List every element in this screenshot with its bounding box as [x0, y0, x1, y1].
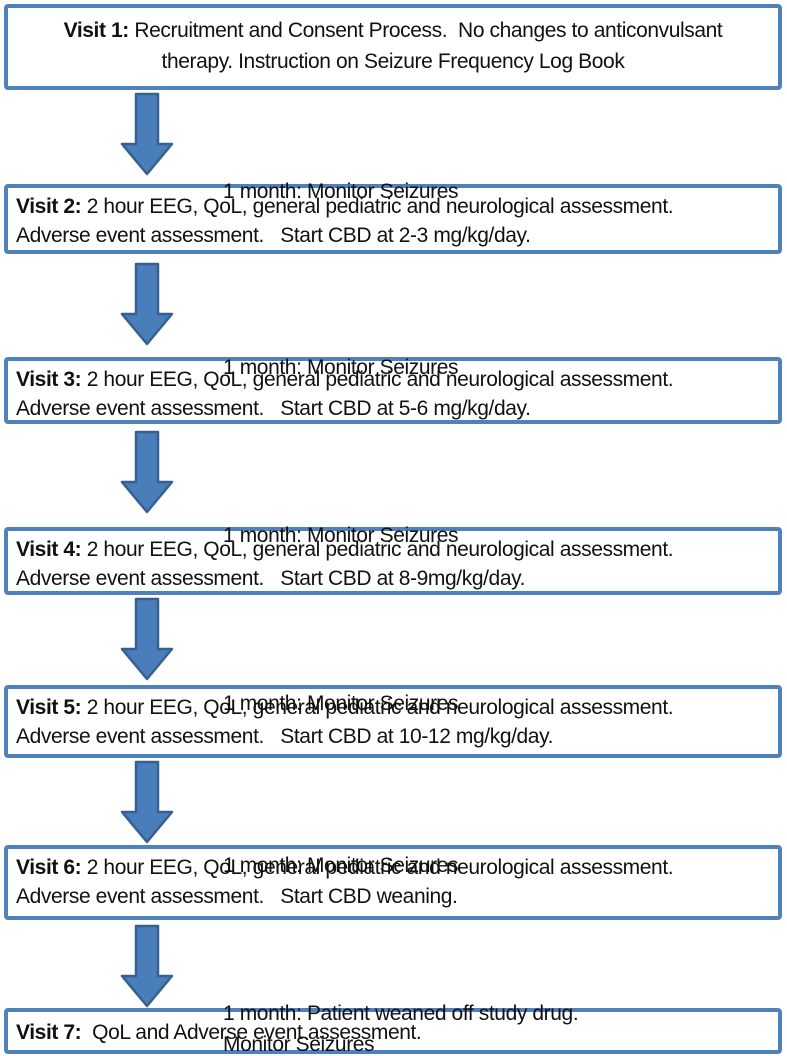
visit-4-label: Visit 4:: [16, 538, 82, 561]
visit-4-text-line-2: Adverse event assessment. Start CBD at 8…: [16, 567, 526, 590]
visit-6-box: Visit 6: 2 hour EEG, QoL, general pediat…: [4, 845, 782, 920]
interval-label-1: 1 month: Monitor Seizures: [223, 180, 459, 203]
visit-6-text-line-1: Visit 6: 2 hour EEG, QoL, general pediat…: [16, 856, 674, 879]
visit-3-label: Visit 3:: [16, 368, 82, 391]
visit-5-label: Visit 5:: [16, 696, 82, 719]
visit-3-text-line-2: Adverse event assessment. Start CBD at 5…: [16, 397, 531, 420]
visit-4-text-line-1: Visit 4: 2 hour EEG, QoL, general pediat…: [16, 538, 674, 561]
visit-1-label: Visit 1:: [63, 19, 130, 42]
visit-5-text-line-2: Adverse event assessment. Start CBD at 1…: [16, 725, 554, 748]
interval-label-4: 1 month: Monitor Seizures: [223, 692, 459, 715]
visit-7-label: Visit 7:: [16, 1021, 82, 1044]
visit-3-text-line-1: Visit 3: 2 hour EEG, QoL, general pediat…: [16, 368, 674, 391]
down-arrow-icon: [120, 430, 174, 514]
visit-3-box: Visit 3: 2 hour EEG, QoL, general pediat…: [4, 357, 782, 424]
visit-5-text-line-1: Visit 5: 2 hour EEG, QoL, general pediat…: [16, 696, 674, 719]
interval-label-2: 1 month: Monitor Seizures: [223, 356, 459, 379]
down-arrow-icon: [120, 924, 174, 1008]
visit-2-text-line-1: Visit 2: 2 hour EEG, QoL, general pediat…: [16, 195, 674, 218]
visit-1-text-line-2: therapy. Instruction on Seizure Frequenc…: [161, 50, 625, 73]
visit-2-text-line-2: Adverse event assessment. Start CBD at 2…: [16, 224, 531, 247]
down-arrow-icon: [120, 760, 174, 844]
interval-label-5: 1 month: Monitor Seizures: [223, 854, 459, 877]
interval-label-3: 1 month: Monitor Seizures: [223, 524, 459, 547]
visit-1-box: Visit 1: Recruitment and Consent Process…: [4, 4, 782, 90]
visit-2-box: Visit 2: 2 hour EEG, QoL, general pediat…: [4, 184, 782, 254]
visit-7-box: Visit 7: QoL and Adverse event assessmen…: [4, 1008, 782, 1054]
visit-2-label: Visit 2:: [16, 195, 82, 218]
visit-5-box: Visit 5: 2 hour EEG, QoL, general pediat…: [4, 685, 782, 758]
visit-4-box: Visit 4: 2 hour EEG, QoL, general pediat…: [4, 527, 782, 595]
visit-6-label: Visit 6:: [16, 856, 82, 879]
down-arrow-icon: [120, 262, 174, 346]
down-arrow-icon: [120, 597, 174, 681]
visit-1-text-line-1: Visit 1: Recruitment and Consent Process…: [63, 19, 723, 42]
interval-label-6: 1 month: Patient weaned off study drug.M…: [223, 1002, 579, 1056]
down-arrow-icon: [120, 92, 174, 176]
visit-7-text-line-1: Visit 7: QoL and Adverse event assessmen…: [16, 1021, 422, 1044]
visit-6-text-line-2: Adverse event assessment. Start CBD wean…: [16, 885, 458, 908]
